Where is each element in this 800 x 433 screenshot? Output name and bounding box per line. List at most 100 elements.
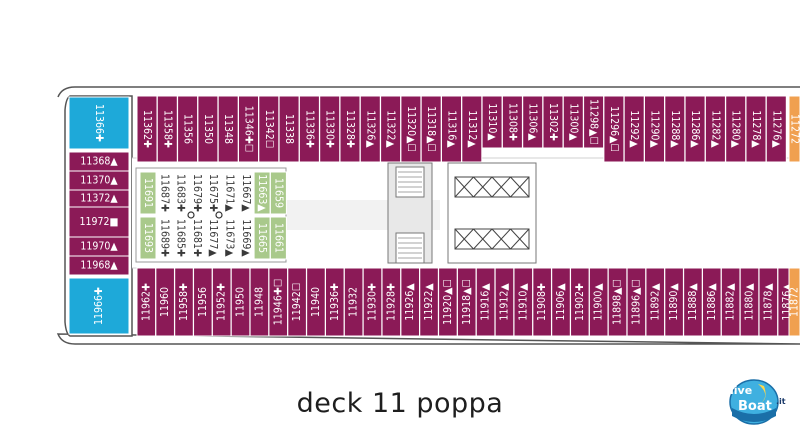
- cabin-number: 11338: [283, 114, 295, 144]
- cabin-number: 11276▲: [770, 110, 782, 148]
- cabin: 11892▲: [645, 267, 666, 337]
- stairwell-steps: [398, 171, 422, 259]
- cabin-number: 11958✚: [178, 283, 190, 321]
- cabin: 11962✚: [136, 267, 157, 337]
- cabin: 11878▲: [758, 267, 779, 337]
- cabin-number: 11918▲☐: [461, 279, 473, 325]
- cabin-number: 11286▲: [689, 110, 701, 148]
- cabin: 11691: [139, 171, 157, 215]
- cabin: 11882▲: [720, 267, 741, 337]
- cabin: 11880▲: [739, 267, 760, 337]
- hull-outline: [56, 86, 800, 345]
- cabin-number: 11972■: [80, 216, 119, 228]
- cabin-number: 11328✚: [344, 110, 356, 148]
- connector-dot: [215, 211, 223, 219]
- cabin: 11659: [269, 171, 287, 215]
- cabin: 11928✚: [381, 267, 402, 337]
- cabin: 11960: [155, 267, 175, 337]
- cabin-number: 11910▲: [517, 283, 529, 321]
- cabin-number: 11691: [142, 178, 154, 208]
- cabin-number: 11926▲: [404, 283, 416, 321]
- cabin-number: 11962✚: [140, 283, 152, 321]
- cabin-number: 11661: [272, 223, 284, 253]
- cabin-number: 11970▲: [80, 241, 118, 253]
- cabin: 11300▲: [562, 95, 584, 149]
- cabin: 11872: [788, 267, 800, 337]
- logo-line2: Boat: [738, 399, 772, 414]
- cabin-number: 11669▲: [240, 219, 252, 257]
- cabin-block: [68, 255, 130, 276]
- cabin: 11288▲: [664, 95, 686, 163]
- cabin-number: 11278▲: [750, 110, 762, 148]
- cabin-number: 11366✚: [93, 104, 105, 142]
- cabin: 11272: [788, 95, 800, 163]
- cabin-number: 11878▲: [762, 283, 774, 321]
- cabin-number: 11952✚: [216, 283, 228, 321]
- cabin-number: 11681✚: [191, 219, 203, 257]
- cabin-number: 11336✚: [303, 110, 315, 148]
- cabin-number: 11966✚: [93, 287, 105, 325]
- cabin: 11671▲: [221, 171, 238, 215]
- cabin-number: 11950: [235, 287, 247, 317]
- cabin: 11661: [269, 216, 287, 260]
- cabin-number: 11280▲: [730, 110, 742, 148]
- cabin: 11936✚: [325, 267, 345, 337]
- cabin-block: [269, 216, 287, 260]
- cabin-number: 11300▲: [567, 103, 579, 141]
- cabin-block: [788, 267, 800, 337]
- cabin-number: 11370▲: [80, 175, 118, 187]
- cabin: 11320▲☐: [400, 95, 422, 163]
- cabin: 11918▲☐: [456, 267, 477, 337]
- cabin-number: 11310▲: [486, 103, 498, 141]
- cabin-number: 11902✚: [574, 283, 586, 321]
- cabin-number: 11322▲: [385, 110, 397, 148]
- cabin-number: 11930✚: [367, 283, 379, 321]
- cabin: 11687✚: [155, 171, 173, 215]
- cabin-number: 11302✚: [547, 103, 559, 141]
- cabin: 11312▲: [461, 95, 483, 163]
- cabin: 11948: [249, 267, 270, 337]
- cabin-number: 11292▲: [628, 110, 640, 148]
- cabin: 11282▲: [704, 95, 726, 163]
- cabin-number: 11942☐: [291, 283, 303, 322]
- cabin-number: 11272: [789, 114, 800, 144]
- cabin: 11966✚: [68, 277, 130, 335]
- cabin: 11342☐: [258, 95, 280, 163]
- cabin: 11326▲: [359, 95, 381, 163]
- cabin: 11679✚: [188, 171, 206, 215]
- cabin-number: 11948: [253, 287, 265, 317]
- cabin-number: 11908✚: [536, 283, 548, 321]
- cabin-number: 11900▲: [593, 283, 605, 321]
- cabin-number: 11687✚: [158, 174, 170, 212]
- cabin-number: 11920▲☐: [442, 279, 454, 325]
- logo-suffix: .it: [776, 397, 786, 406]
- cabin: 11908✚: [532, 267, 552, 337]
- cabin: 11683✚: [172, 171, 190, 215]
- cabin: 11912▲: [494, 267, 515, 337]
- cabin: 11370▲: [68, 170, 130, 191]
- cabin-number: 11326▲: [364, 110, 376, 148]
- cabin: 11292▲: [623, 95, 645, 163]
- cabin: 11366✚: [68, 96, 130, 150]
- cabin: 11677▲: [204, 216, 222, 260]
- stern-suites: 11366✚ 11966✚: [68, 96, 130, 335]
- cabin-number: 11890▲: [668, 283, 680, 321]
- cabin-number: 11886▲: [706, 283, 718, 321]
- cabin-number: 11673▲: [224, 219, 236, 257]
- cabin-number: 11356: [182, 114, 194, 144]
- cabin: 11286▲: [684, 95, 706, 163]
- cabin-number: 11888▲: [687, 283, 699, 321]
- cabin: 11952✚: [211, 267, 232, 337]
- cabin: 11348: [217, 95, 239, 163]
- deck-title: deck 11 poppa: [296, 388, 504, 419]
- cabin-block: [68, 96, 130, 150]
- cabin-block: [765, 95, 787, 163]
- cabin-number: 11922▲: [423, 283, 435, 321]
- cabin: 11310▲: [481, 95, 503, 149]
- cabin-number: 11320▲☐: [405, 106, 417, 152]
- cabin: 11338: [278, 95, 300, 163]
- cabin: 11298▲☐: [583, 95, 605, 149]
- cabin: 11689✚: [155, 216, 173, 260]
- cabin: 11675✚: [204, 171, 222, 215]
